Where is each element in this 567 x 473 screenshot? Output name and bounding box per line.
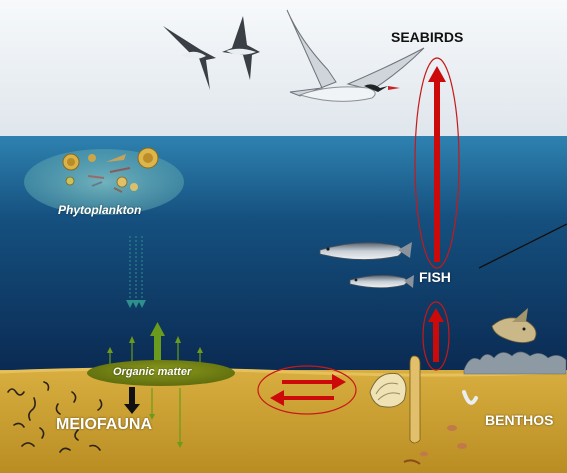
tube-worm [410, 356, 420, 443]
label-fish: FISH [419, 269, 451, 285]
label-seabirds: SEABIRDS [391, 29, 463, 45]
label-benthos: BENTHOS [485, 412, 553, 428]
label-phytoplankton: Phytoplankton [58, 203, 141, 217]
sky [0, 0, 567, 136]
label-organic-matter: Organic matter [113, 366, 191, 378]
label-meiofauna: MEIOFAUNA [56, 416, 152, 434]
